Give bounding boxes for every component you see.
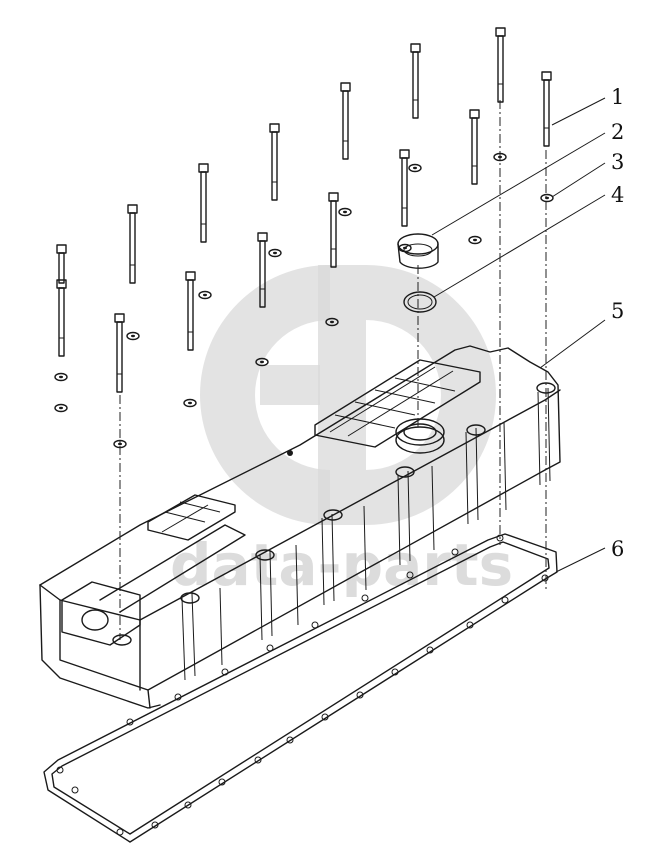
bolt xyxy=(114,313,125,393)
callout-4: 4 xyxy=(611,183,624,207)
bolt xyxy=(399,149,410,227)
bolt xyxy=(56,279,67,357)
washer xyxy=(338,207,352,217)
washer xyxy=(54,403,68,413)
callout-3: 3 xyxy=(611,150,624,174)
washer xyxy=(493,152,507,162)
bolt xyxy=(328,192,339,268)
oil-filler-port xyxy=(395,418,445,454)
bolt xyxy=(198,163,209,243)
cover-bolt-bosses xyxy=(112,382,556,646)
bolt xyxy=(127,204,138,284)
washer xyxy=(54,372,68,382)
bolt xyxy=(269,123,280,201)
callout-labels: 1 2 3 4 5 6 xyxy=(611,85,624,561)
washer xyxy=(113,439,127,449)
bolts xyxy=(56,27,552,393)
gasket xyxy=(43,533,558,843)
washer xyxy=(183,398,197,408)
washer xyxy=(540,193,554,203)
washer xyxy=(255,357,269,367)
bolt xyxy=(340,82,351,160)
washer xyxy=(398,243,412,253)
bolt xyxy=(469,109,480,185)
leader-lines xyxy=(431,97,606,573)
bolt xyxy=(56,244,67,284)
washer xyxy=(198,290,212,300)
callout-2: 2 xyxy=(611,120,624,144)
seal-ring xyxy=(403,291,437,313)
bolt xyxy=(410,43,421,119)
bolt xyxy=(495,27,506,103)
washer xyxy=(126,331,140,341)
assembly-center-lines xyxy=(119,100,547,640)
cover-dot xyxy=(287,450,293,456)
callout-5: 5 xyxy=(611,299,624,323)
valve-cover xyxy=(39,345,561,709)
washer xyxy=(408,163,422,173)
bolt xyxy=(257,232,268,308)
washers xyxy=(54,152,554,449)
washer xyxy=(468,235,482,245)
gasket-bolt-holes xyxy=(56,534,549,836)
washer xyxy=(268,248,282,258)
cover-ribs xyxy=(181,387,551,681)
breather-grid-large xyxy=(314,359,481,448)
washer xyxy=(325,317,339,327)
callout-1: 1 xyxy=(611,85,624,109)
bolt xyxy=(185,271,196,351)
bolt xyxy=(541,71,552,147)
watermark-text: data-parts xyxy=(170,531,513,599)
filler-cap xyxy=(397,233,439,269)
front-boss xyxy=(61,524,246,646)
breather-grid-small xyxy=(147,494,236,541)
callout-6: 6 xyxy=(611,537,624,561)
gd-logo xyxy=(200,265,496,525)
